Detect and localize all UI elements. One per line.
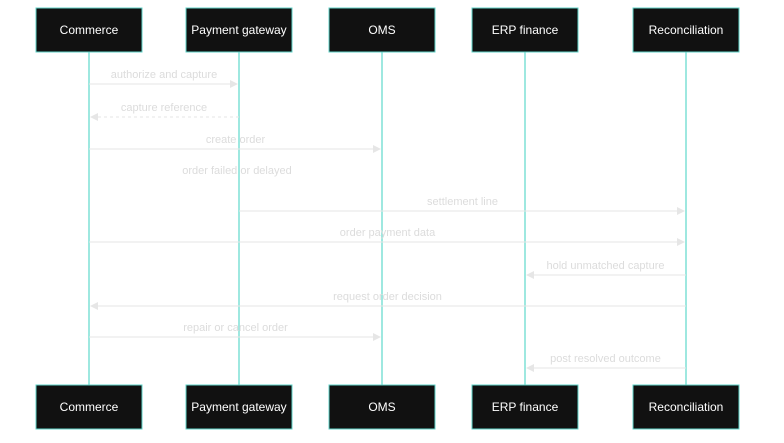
- message-5: settlement line: [239, 196, 685, 215]
- message-label: post resolved outcome: [550, 353, 661, 365]
- actor-oms-bottom: OMS: [328, 384, 436, 430]
- actor-gateway-bottom: Payment gateway: [185, 384, 293, 430]
- actor-label: Reconciliation: [649, 23, 724, 37]
- message-1: authorize and capture: [89, 69, 238, 88]
- actor-label: Reconciliation: [649, 400, 724, 414]
- message-2: capture reference: [90, 102, 239, 121]
- actor-label: OMS: [368, 23, 395, 37]
- actor-erp-bottom: ERP finance: [471, 384, 579, 430]
- actor-commerce-bottom: Commerce: [35, 384, 143, 430]
- actor-box: [328, 384, 436, 430]
- message-4: order failed or delayed: [182, 165, 291, 177]
- actor-label: ERP finance: [492, 400, 559, 414]
- message-7: hold unmatched capture: [526, 260, 686, 279]
- message-10: post resolved outcome: [526, 353, 686, 372]
- actor-label: Payment gateway: [191, 400, 286, 414]
- actor-label: Payment gateway: [191, 23, 286, 37]
- message-label: capture reference: [121, 102, 207, 114]
- actor-box: [471, 384, 579, 430]
- message-6: order payment data: [89, 227, 685, 246]
- actor-box: [35, 384, 143, 430]
- message-label: order payment data: [340, 227, 436, 239]
- actor-gateway-top: Payment gateway: [185, 7, 293, 53]
- message-9: repair or cancel order: [89, 322, 381, 341]
- actor-label: Commerce: [60, 23, 119, 37]
- actor-recon-top: Reconciliation: [632, 7, 740, 53]
- message-3: create order: [89, 134, 381, 153]
- message-label: hold unmatched capture: [546, 260, 664, 272]
- message-label: repair or cancel order: [183, 322, 288, 334]
- message-label: request order decision: [333, 291, 442, 303]
- message-label: order failed or delayed: [182, 165, 291, 177]
- actor-box: [35, 7, 143, 53]
- actor-erp-top: ERP finance: [471, 7, 579, 53]
- actor-label: OMS: [368, 400, 395, 414]
- actor-label: ERP finance: [492, 23, 559, 37]
- actor-box: [632, 7, 740, 53]
- actor-oms-top: OMS: [328, 7, 436, 53]
- actor-recon-bottom: Reconciliation: [632, 384, 740, 430]
- actor-box: [185, 384, 293, 430]
- actor-box: [328, 7, 436, 53]
- message-label: create order: [206, 134, 266, 146]
- actor-box: [632, 384, 740, 430]
- message-8: request order decision: [90, 291, 686, 310]
- actor-box: [471, 7, 579, 53]
- actor-box: [185, 7, 293, 53]
- actor-label: Commerce: [60, 400, 119, 414]
- message-label: settlement line: [427, 196, 498, 208]
- message-label: authorize and capture: [111, 69, 217, 81]
- actor-commerce-top: Commerce: [35, 7, 143, 53]
